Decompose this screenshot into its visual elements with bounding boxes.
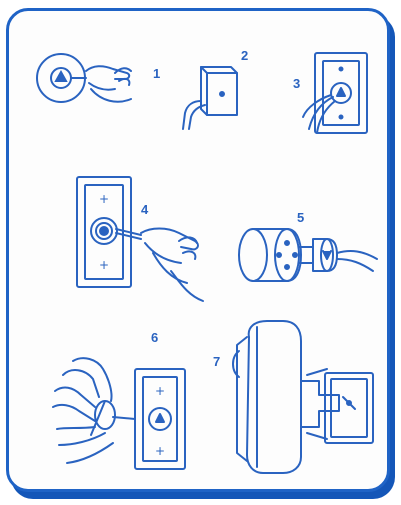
- wall-box-with-cable-icon: [179, 57, 249, 137]
- hand-plugging-coax-into-round-jack-icon: [31, 41, 161, 111]
- step-6-number: 6: [151, 331, 158, 344]
- step-5-illustration: [231, 215, 391, 295]
- step-6-illustration: + +: [43, 341, 213, 481]
- round-connector-joined-to-jack-icon: [231, 215, 391, 295]
- wall-plate-with-cable-icon: [297, 47, 377, 137]
- step-4-illustration: + +: [71, 171, 221, 311]
- step-7-illustration: [223, 317, 383, 477]
- svg-text:+: +: [99, 258, 109, 272]
- svg-text:+: +: [99, 192, 109, 206]
- hand-attaching-connector-to-wall-plate-icon: + +: [43, 341, 213, 481]
- step-2-number: 2: [241, 49, 248, 62]
- step-4-number: 4: [141, 203, 148, 216]
- hand-screwing-connector-onto-wall-plate-icon: + +: [71, 171, 221, 311]
- svg-text:+: +: [155, 384, 165, 398]
- step-7-number: 7: [213, 355, 220, 368]
- step-3-number: 3: [293, 77, 300, 90]
- step-2-illustration: [179, 57, 249, 137]
- step-5-number: 5: [297, 211, 304, 224]
- device-plugged-into-wall-plate-icon: [223, 317, 383, 477]
- step-1-number: 1: [153, 67, 160, 80]
- svg-text:+: +: [155, 444, 165, 458]
- step-1-illustration: [31, 41, 161, 111]
- step-3-illustration: [297, 47, 377, 137]
- instruction-card: 1 2: [6, 8, 390, 492]
